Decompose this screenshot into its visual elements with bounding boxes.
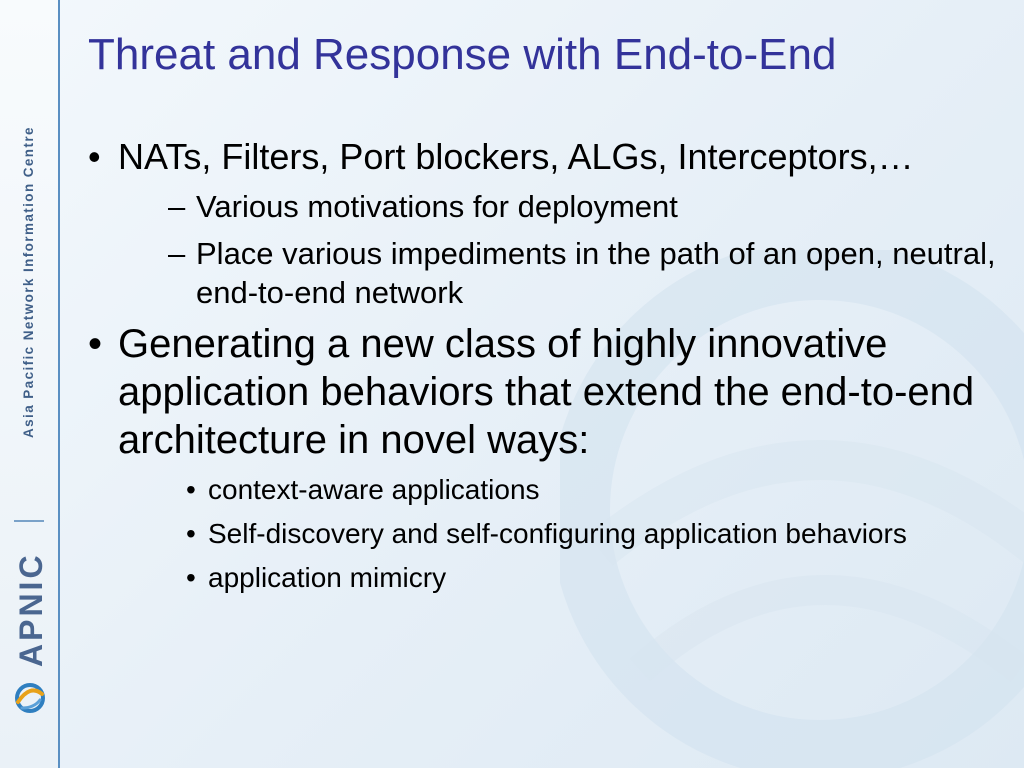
sidebar: Asia Pacific Network Information Centre … bbox=[0, 0, 60, 768]
bullet-2: • Generating a new class of highly innov… bbox=[88, 320, 1008, 464]
bullet-1-sub-2: – Place various impediments in the path … bbox=[168, 234, 1008, 312]
bullet-2-text: Generating a new class of highly innovat… bbox=[118, 322, 975, 462]
apnic-swirl-icon bbox=[15, 683, 45, 713]
org-name: Asia Pacific Network Information Centre bbox=[21, 126, 36, 438]
bullet-1-sub-2-text: Place various impediments in the path of… bbox=[196, 236, 996, 310]
bullet-marker: • bbox=[186, 562, 196, 593]
bullet-2-sub-3: • application mimicry bbox=[186, 560, 1008, 595]
bullet-marker: • bbox=[186, 474, 196, 505]
bullet-2-sub-3-text: application mimicry bbox=[208, 562, 447, 593]
slide-body: • NATs, Filters, Port blockers, ALGs, In… bbox=[88, 135, 1008, 604]
bullet-1-sub-1: – Various motivations for deployment bbox=[168, 187, 1008, 226]
slide-title: Threat and Response with End-to-End bbox=[88, 30, 837, 79]
apnic-logo-text: APNIC bbox=[13, 552, 49, 668]
bullet-1: • NATs, Filters, Port blockers, ALGs, In… bbox=[88, 135, 1008, 179]
bullet-marker: • bbox=[186, 518, 196, 549]
bullet-marker: • bbox=[88, 136, 101, 177]
bullet-2-sub-2-text: Self-discovery and self-configuring appl… bbox=[208, 518, 907, 549]
bullet-1-sub-1-text: Various motivations for deployment bbox=[196, 189, 678, 224]
bullet-2-sub-1-text: context-aware applications bbox=[208, 474, 540, 505]
bullet-2-sub-1: • context-aware applications bbox=[186, 472, 1008, 507]
dash-marker: – bbox=[168, 236, 186, 271]
bullet-1-text: NATs, Filters, Port blockers, ALGs, Inte… bbox=[118, 136, 914, 177]
sidebar-divider bbox=[14, 520, 44, 522]
bullet-marker: • bbox=[88, 322, 103, 366]
bullet-2-sub-2: • Self-discovery and self-configuring ap… bbox=[186, 516, 1008, 551]
dash-marker: – bbox=[168, 189, 186, 224]
